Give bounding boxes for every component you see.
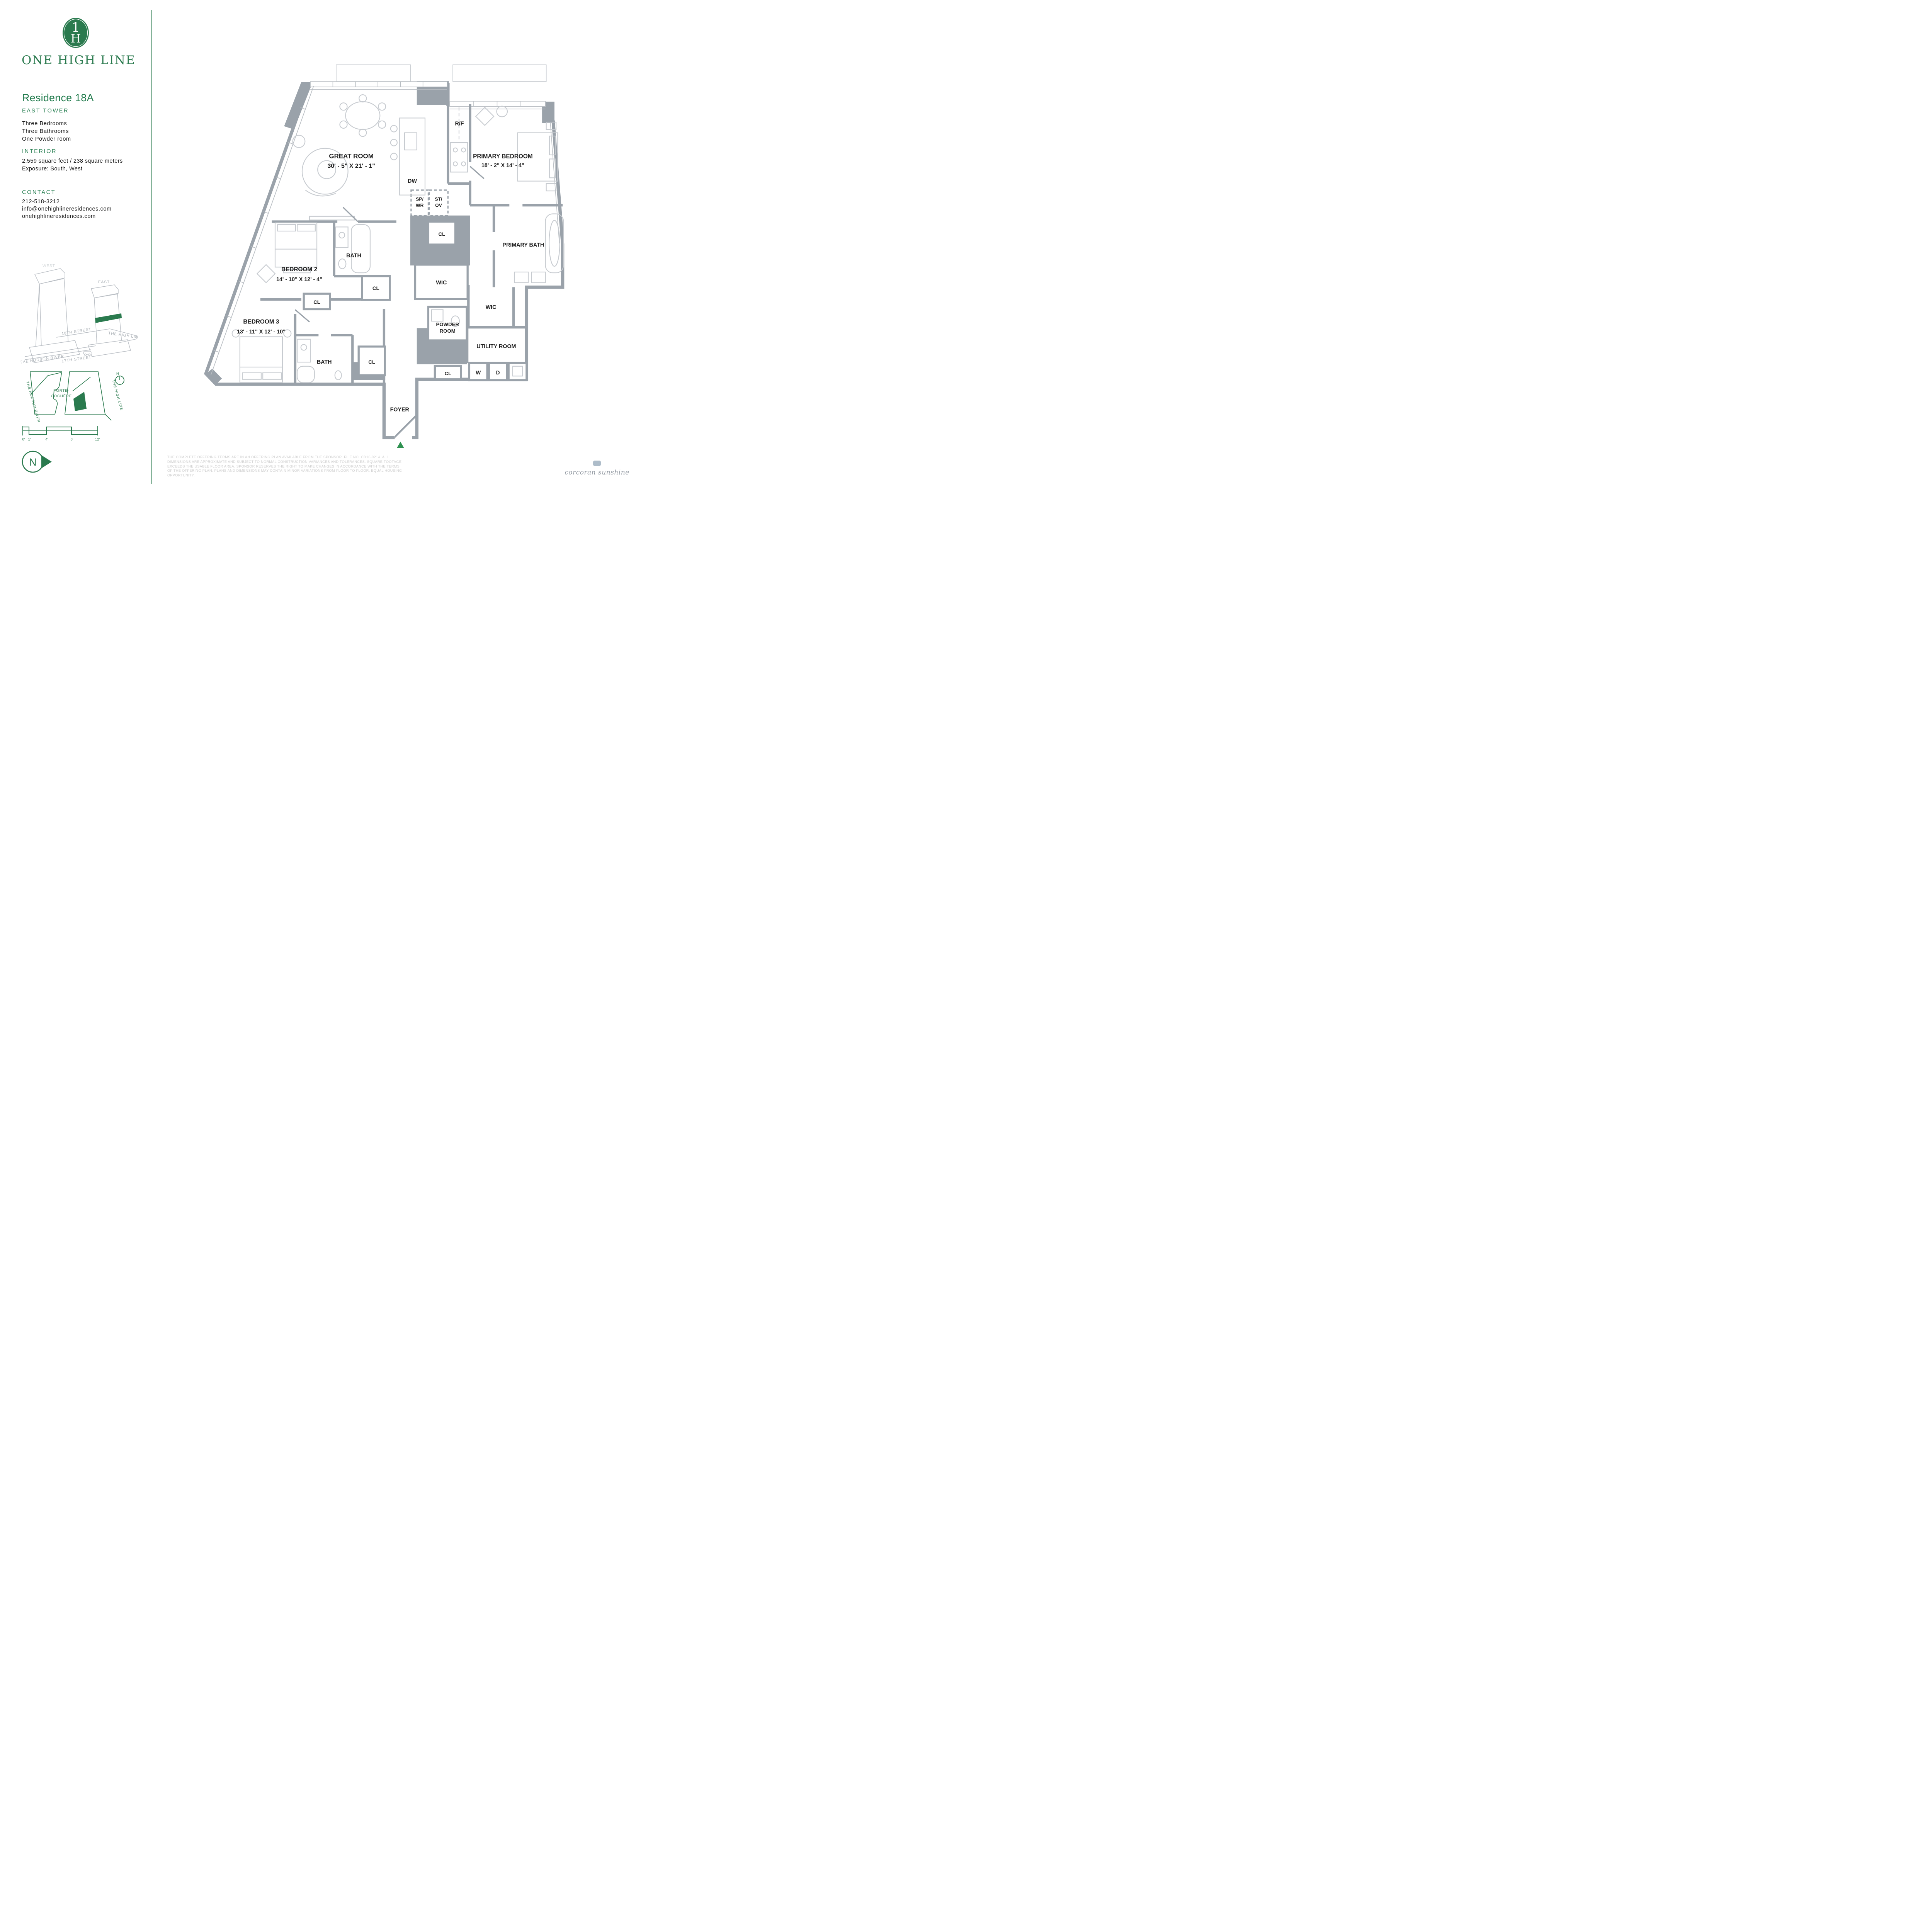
cl4-label: CL [444,371,451,376]
north-arrow-icon: N [22,451,52,473]
vertical-divider [151,10,152,484]
wic2-label: WIC [486,304,497,310]
primary-bedroom-label: PRIMARY BEDROOM [473,153,532,160]
feature-bedrooms: Three Bedrooms [22,121,67,127]
entry-arrow-icon [396,441,404,448]
dryer-label: D [496,370,500,376]
scale-bar: 0' 1' 4' 8' 12' [22,426,100,442]
contact-email: info@onehighlineresidences.com [22,206,112,212]
cl-hall-label: CL [313,299,320,305]
residence-title: Residence 18A [22,92,94,104]
porte-cochere-label-2: COCHÈRE [51,394,72,398]
rf-label: R/F [455,121,464,127]
bedroom2-label: BEDROOM 2 [281,266,317,273]
brand-wordmark: ONE HIGH LINE [22,53,136,67]
primary-bedroom-dims: 18' - 2" X 14' - 4" [481,163,524,169]
contact-phone: 212-518-3212 [22,199,60,205]
east-tower-floor-band [95,313,122,323]
scale-tick-1: 1' [28,437,31,442]
brokerage-logo: corcoran sunshine [562,461,632,476]
washer-label: W [476,370,481,376]
powder-label-2: ROOM [440,328,456,334]
scale-tick-4: 4' [45,437,48,442]
building-footprint [73,392,87,411]
cl2-label: CL [372,286,379,291]
scale-tick-12: 12' [95,437,100,442]
corcoran-sunshine-icon [593,461,601,466]
contact-heading: CONTACT [22,189,56,196]
great-room-label: GREAT ROOM [329,152,373,160]
interior-heading: INTERIOR [22,148,57,155]
spwr-label-1: SP/ [416,197,423,202]
east-tower-label: EAST [98,280,110,284]
powder-label-1: POWDER [436,321,459,327]
stov-label-2: OV [435,202,442,208]
bedroom3-dims: 13' - 11" X 12' - 10" [237,329,286,335]
utility-room-label: UTILITY ROOM [476,344,516,350]
spwr-label-2: WR [416,202,424,208]
floor-plan-drawing: GREAT ROOM 30' - 5" X 21' - 1" R/F DW SP… [204,64,565,448]
monogram-one: 1 [71,20,80,35]
interior-area: 2,559 square feet / 238 square meters [22,158,123,164]
stov-label-1: ST/ [435,197,442,202]
bath2-label: BATH [346,253,361,259]
scale-tick-0: 0' [22,437,25,442]
monogram-h: H [71,32,81,46]
feature-powder-room: One Powder room [22,136,71,142]
feature-bathrooms: Three Bathrooms [22,128,69,134]
scale-tick-8: 8' [70,437,73,442]
site-map-compass-icon [115,376,124,385]
primary-bath-label: PRIMARY BATH [502,242,544,248]
floorplan-sheet: { "brand": { "name": "ONE HIGH LINE", "m… [0,0,638,493]
north-label: N [29,456,37,468]
brokerage-name: corcoran sunshine [565,469,629,476]
great-room-dims: 30' - 5" X 21' - 1" [327,163,375,170]
hudson-river-label: THE HUDSON RIVER [25,381,41,423]
legal-disclaimer: THE COMPLETE OFFERING TERMS ARE IN AN OF… [167,455,402,478]
foyer-label: FOYER [390,406,410,413]
brand-logo-icon: 1 H [63,18,89,48]
bedroom2-dims: 14' - 10" X 12' - 4" [276,276,322,282]
west-tower-label: WEST [43,264,55,268]
dw-label: DW [408,178,417,184]
building-diagram: WEST EAST 18TH STREET THE HIGH LINE THE … [20,264,138,365]
compass-n: N [116,372,119,376]
bedroom3-label: BEDROOM 3 [243,319,279,325]
sidebar: 1 H ONE HIGH LINE Residence 18A EAST TOW… [0,0,151,493]
cl3-label: CL [368,359,375,365]
site-map: PORTE- COCHÈRE THE HUDSON RIVER THE HIGH… [25,371,124,423]
wic1-label: WIC [436,280,447,286]
cl-kitchen-label: CL [439,231,446,237]
bath3-label: BATH [317,359,332,365]
exposure: Exposure: South, West [22,166,83,172]
contact-website: onehighlineresidences.com [22,213,96,219]
residence-tower: EAST TOWER [22,108,69,114]
porte-cochere-label-1: PORTE- [53,389,70,393]
